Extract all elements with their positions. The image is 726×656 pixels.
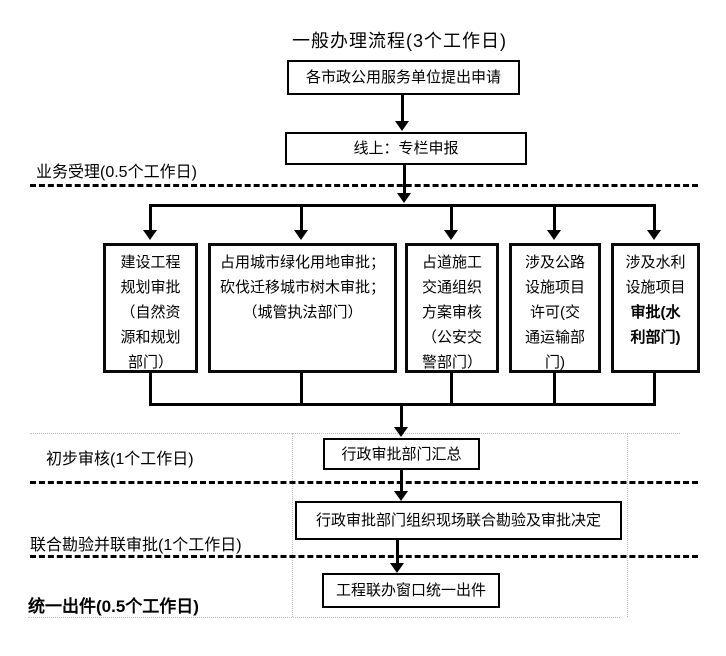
connector-summary-inspection	[400, 470, 403, 493]
arrowhead-converge-summary	[394, 427, 408, 437]
arrowhead-branch-4	[547, 230, 561, 240]
stage-separator-2	[30, 481, 698, 484]
connector-online-branch	[403, 165, 406, 194]
faint-gridline-h2	[28, 617, 620, 618]
connector-apply-online	[401, 95, 404, 122]
arrowhead-summary-inspection	[394, 491, 408, 501]
node-greening-approval-text: 占用城市绿化用地审批； 砍伐迁移城市树木审批； （城管执法部门）	[219, 254, 385, 321]
arrowhead-branch-1	[143, 230, 157, 240]
node-greening-approval: 占用城市绿化用地审批； 砍伐迁移城市树木审批； （城管执法部门）	[208, 243, 397, 373]
branch-line-top	[149, 204, 656, 207]
arrowhead-inspection-issue	[390, 563, 404, 573]
stage-separator-3	[30, 555, 698, 558]
stage-label-acceptance: 业务受理(0.5个工作日)	[36, 164, 197, 181]
node-summary: 行政审批部门汇总	[323, 438, 480, 470]
node-planning-approval: 建设工程 规划审批 （自然资 源和规划 部门）	[103, 243, 198, 373]
faint-gridline-v2	[627, 433, 628, 617]
node-online: 线上：专栏申报	[285, 132, 527, 165]
connector-inspection-issue	[396, 540, 399, 565]
node-inspection: 行政审批部门组织现场联合勘验及审批决定	[295, 501, 622, 540]
arrowhead-branch-5	[647, 230, 661, 240]
faint-gridline-h1	[30, 433, 680, 434]
branch-drop-2	[300, 204, 303, 231]
node-water-approval: 涉及水利 设施项目 审批(水 利部门)	[611, 243, 700, 373]
stage-separator-1	[30, 184, 698, 187]
arrowhead-branch-3	[444, 230, 458, 240]
converge-riser-2	[300, 372, 303, 406]
converge-riser-4	[553, 372, 556, 406]
branch-drop-5	[653, 204, 656, 231]
stage-label-unified-issue: 统一出件(0.5个工作日)	[28, 597, 199, 616]
flow-title: 一般办理流程(3个工作日)	[292, 31, 507, 51]
faint-gridline-v1	[292, 433, 293, 617]
branch-drop-4	[553, 204, 556, 231]
arrowhead-branch-2	[294, 230, 308, 240]
stage-label-preliminary-review: 初步审核(1个工作日)	[46, 451, 194, 468]
node-water-approval-text-bold: 审批(水 利部门)	[630, 304, 681, 346]
node-water-approval-text: 涉及水利 设施项目	[625, 254, 686, 296]
node-highway-approval-text: 涉及公路 设施项目 许可(交 通运输部 门)	[524, 254, 585, 371]
node-highway-approval: 涉及公路 设施项目 许可(交 通运输部 门)	[509, 243, 601, 373]
branch-drop-1	[149, 204, 152, 231]
node-planning-approval-text: 建设工程 规划审批 （自然资 源和规划 部门）	[120, 254, 181, 371]
arrowhead-online-branch	[397, 193, 411, 203]
branch-drop-3	[450, 204, 453, 231]
node-issue: 工程联办窗口统一出件	[322, 573, 500, 608]
node-traffic-approval: 占道施工 交通组织 方案审核 （公安交 警部门）	[405, 243, 499, 373]
stage-label-joint-inspection: 联合勘验并联审批(1个工作日)	[30, 537, 242, 554]
node-traffic-approval-text: 占道施工 交通组织 方案审核 （公安交 警部门）	[421, 254, 482, 371]
converge-riser-1	[149, 372, 152, 406]
node-apply: 各市政公用服务单位提出申请	[287, 60, 520, 95]
arrowhead-apply-online	[395, 121, 409, 131]
converge-riser-3	[450, 372, 453, 406]
converge-riser-5	[653, 372, 656, 406]
connector-converge-summary	[400, 403, 403, 428]
